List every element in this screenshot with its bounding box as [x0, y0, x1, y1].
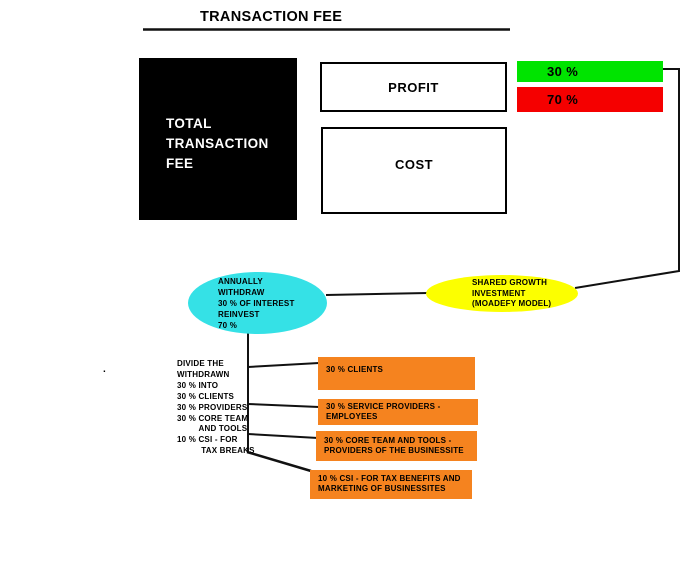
allocation-box-clients: 30 % CLIENTS: [318, 357, 475, 390]
page-title: TRANSACTION FEE: [200, 9, 343, 25]
divide-note: DIVIDE THE WITHDRAWN 30 % INTO 30 % CLIE…: [177, 359, 255, 456]
shared-growth-text: SHARED GROWTH INVESTMENT (MOADEFY MODEL): [472, 278, 552, 308]
annually-withdraw-ellipse: ANNUALLY WITHDRAW 30 % OF INTEREST REINV…: [188, 272, 327, 334]
cost-share-value: 70 %: [547, 92, 579, 107]
cost-share-bar: 70 %: [517, 87, 663, 112]
cost-label: COST: [394, 157, 434, 172]
allocation-box-service-providers: 30 % SERVICE PROVIDERS - EMPLOYEES: [318, 399, 478, 425]
total-transaction-fee-label: TOTAL TRANSACTION FEE: [166, 116, 269, 171]
profit-box: PROFIT: [320, 62, 507, 112]
cost-box: COST: [321, 127, 507, 214]
total-transaction-fee-box: TOTAL TRANSACTION FEE: [139, 58, 297, 220]
profit-label: PROFIT: [388, 79, 439, 95]
annually-withdraw-text: ANNUALLY WITHDRAW 30 % OF INTEREST REINV…: [218, 277, 295, 330]
profit-share-value: 30 %: [547, 64, 579, 79]
allocation-box-core-team: 30 % CORE TEAM AND TOOLS - PROVIDERS OF …: [316, 431, 477, 461]
allocation-box-csi: 10 % CSI - FOR TAX BENEFITS AND MARKETIN…: [310, 470, 472, 499]
profit-share-bar: 30 %: [517, 61, 663, 82]
stray-dot: .: [103, 364, 106, 375]
shared-growth-ellipse: SHARED GROWTH INVESTMENT (MOADEFY MODEL): [426, 275, 578, 312]
